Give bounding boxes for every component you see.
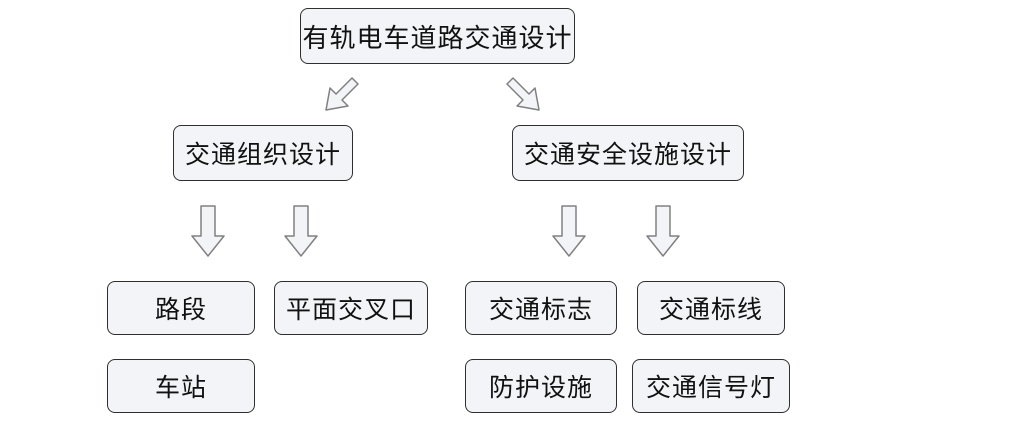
node-traffic-safety-facility-design: 交通安全设施设计 (512, 125, 744, 181)
arrow-safety-to-traffic-marking (645, 205, 681, 258)
node-protective-facility: 防护设施 (465, 359, 617, 413)
arrow-root-to-safety-facilities (505, 76, 553, 118)
arrow-organization-to-road-section (190, 205, 226, 258)
node-traffic-marking: 交通标线 (637, 281, 785, 335)
node-root-tram-road-traffic-design: 有轨电车道路交通设计 (300, 8, 575, 64)
node-road-section: 路段 (107, 281, 255, 335)
node-station: 车站 (107, 359, 255, 413)
node-traffic-sign: 交通标志 (465, 281, 617, 335)
node-traffic-signal-light: 交通信号灯 (632, 359, 790, 413)
arrow-safety-to-traffic-sign (551, 205, 587, 258)
node-at-grade-intersection: 平面交叉口 (274, 281, 428, 335)
arrow-root-to-traffic-organization (312, 76, 360, 118)
arrow-organization-to-intersection (283, 205, 319, 258)
node-traffic-organization-design: 交通组织设计 (173, 125, 353, 181)
